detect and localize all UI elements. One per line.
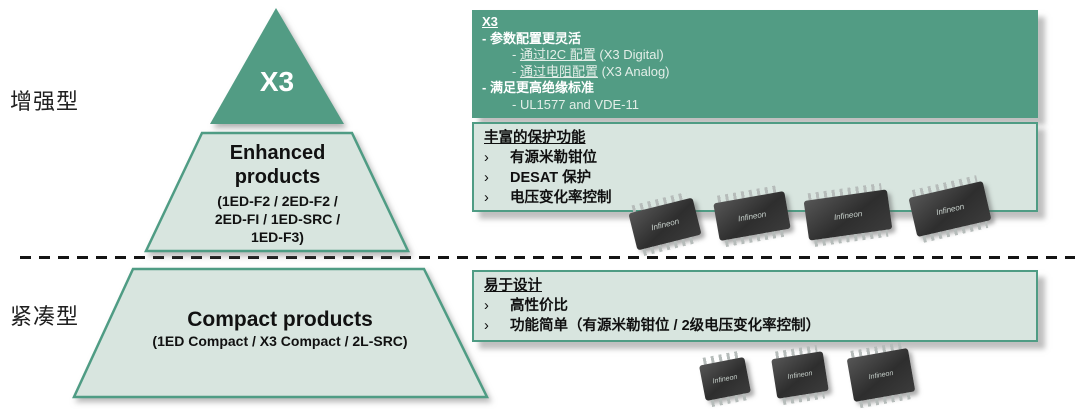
easy-design-box: 易于设计 › 高性价比 › 功能简单（有源米勒钳位 / 2级电压变化率控制） [472, 270, 1038, 342]
ic-package-image: Infineon [712, 184, 792, 248]
protection-item-label: DESAT 保护 [510, 170, 592, 186]
chevron-bullet-icon: › [484, 298, 489, 314]
ic-package-image: Infineon [770, 344, 830, 405]
x3-bullet-config: - 参数配置更灵活 [482, 30, 581, 46]
chevron-bullet-icon: › [484, 318, 489, 334]
x3-sub-i2c-underlined: 通过I2C 配置 [519, 47, 596, 63]
protection-item-label: 有源米勒钳位 [510, 150, 597, 166]
compact-products-models: (1ED Compact / X3 Compact / 2L-SRC) [152, 333, 408, 349]
pyramid-bottom-trapezoid [72, 267, 490, 399]
easy-item-simple: › 功能简单（有源米勒钳位 / 2级电压变化率控制） [484, 316, 1026, 336]
pyramid-bottom-labels: Compact products (1ED Compact / X3 Compa… [90, 307, 470, 350]
pyramid-middle-labels: Enhanced products (1ED-F2 / 2ED-F2 / 2ED… [160, 141, 395, 246]
compact-products-title: Compact products [187, 308, 373, 331]
pyramid-top-label: X3 [259, 66, 295, 97]
enhanced-products-title: Enhanced products [229, 142, 326, 188]
chevron-bullet-icon: › [484, 150, 489, 166]
chip-brand-label: Infineon [935, 201, 965, 217]
tier-divider-dashed-line [20, 256, 1075, 259]
chevron-bullet-icon: › [484, 170, 489, 186]
protection-item-miller: › 有源米勒钳位 [484, 148, 1026, 168]
x3-sub-i2c-rest: (X3 Digital) [595, 47, 664, 63]
product-pyramid [72, 8, 490, 399]
chip-brand-label: Infineon [833, 208, 863, 222]
chip-brand-label: Infineon [737, 209, 767, 223]
easy-design-box-title: 易于设计 [484, 278, 542, 294]
protection-item-label: 电压变化率控制 [510, 190, 612, 206]
protection-item-desat: › DESAT 保护 [484, 168, 1026, 188]
chip-brand-label: Infineon [868, 369, 894, 381]
tier-label-compact: 紧凑型 [10, 304, 80, 329]
tier-label-enhanced: 增强型 [10, 89, 80, 114]
ic-package-image: Infineon [845, 341, 916, 409]
x3-sub-resistor: - 通过电阻配置 (X3 Analog) [482, 64, 1028, 81]
chevron-bullet-icon: › [484, 190, 489, 206]
ic-package-image: Infineon [803, 182, 894, 247]
x3-box-title: X3 [482, 14, 498, 29]
x3-feature-box: X3 - 参数配置更灵活 - 通过I2C 配置 (X3 Digital) - 通… [472, 10, 1038, 118]
dash: - [512, 63, 520, 79]
x3-sub-resistor-underlined: 通过电阻配置 [519, 63, 598, 79]
dash: - [512, 47, 520, 63]
easy-item-label: 高性价比 [510, 298, 568, 314]
chip-brand-label: Infineon [787, 369, 813, 381]
x3-sub-standards: - UL1577 and VDE-11 [512, 96, 639, 112]
chip-brand-label: Infineon [650, 216, 680, 232]
x3-sub-resistor-rest: (X3 Analog) [597, 63, 670, 79]
enhanced-products-models: (1ED-F2 / 2ED-F2 / 2ED-FI / 1ED-SRC / 1E… [214, 193, 341, 245]
easy-item-label: 功能简单（有源米勒钳位 / 2级电压变化率控制） [510, 318, 821, 334]
pyramid-middle-trapezoid [144, 131, 410, 253]
x3-bullet-isolation: - 满足更高绝缘标准 [482, 80, 594, 96]
x3-sub-i2c: - 通过I2C 配置 (X3 Digital) [482, 47, 1028, 64]
pyramid-top-triangle [210, 8, 344, 124]
ic-package-image: Infineon [698, 350, 753, 408]
easy-item-cost: › 高性价比 [484, 296, 1026, 316]
protection-item-dvdt: › 电压变化率控制 [484, 188, 1026, 208]
chip-brand-label: Infineon [712, 373, 738, 385]
protection-box-title: 丰富的保护功能 [484, 130, 586, 146]
